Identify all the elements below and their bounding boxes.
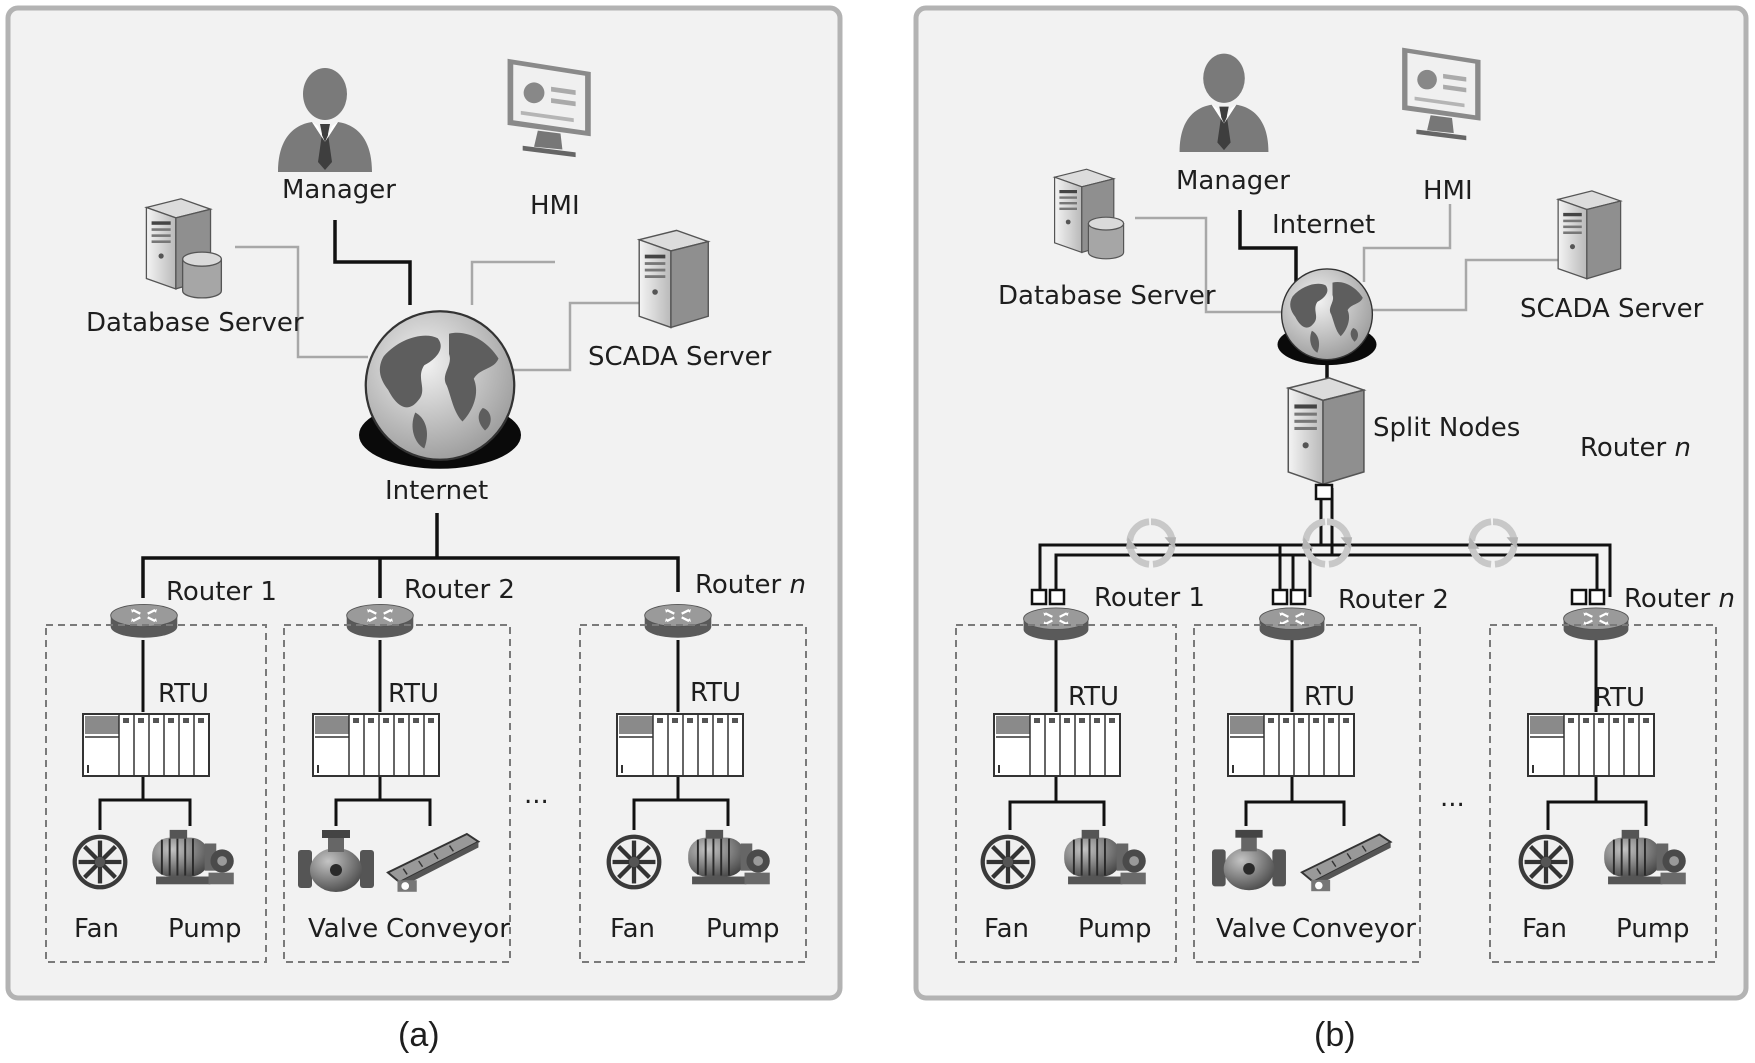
panel-a-group-n: RTU Fan Pump (579, 624, 807, 963)
group-frame (45, 624, 267, 963)
panel-b-group-1: RTU Fan Pump (955, 624, 1177, 963)
scada-server-icon (1557, 190, 1622, 280)
rtu-icon (311, 713, 441, 777)
port-icon (1048, 588, 1066, 606)
rtu-icon (992, 713, 1122, 777)
group-frame (1193, 624, 1421, 963)
rtu-icon (81, 713, 211, 777)
ellipsis: ... (524, 780, 549, 810)
rtu-icon (1526, 713, 1656, 777)
scada-server-label: SCADA Server (588, 342, 772, 372)
hmi-label: HMI (1423, 176, 1473, 206)
routern-label-prefix: Router (695, 570, 781, 600)
router1-icon (109, 603, 179, 639)
fan-icon (73, 835, 128, 890)
fan-icon (607, 835, 662, 890)
router2-label: Router 2 (404, 575, 515, 605)
router-ports (1030, 588, 1606, 606)
routern-label-n: n (1718, 584, 1734, 614)
routern-label: Router n (1624, 584, 1735, 614)
routern-label-n: n (789, 570, 805, 600)
database-server-label: Database Server (86, 308, 304, 338)
panel-a: Manager HMI Database Server SCADA Server… (5, 5, 843, 1001)
split-nodes-port (1314, 483, 1334, 501)
manager-label: Manager (282, 175, 396, 205)
conveyor-label: Conveyor (386, 914, 510, 944)
hmi-label: HMI (530, 191, 580, 221)
rtu-icon (1226, 713, 1356, 777)
fan-label: Fan (610, 914, 655, 944)
port-icon (1030, 588, 1048, 606)
pump-label: Pump (706, 914, 780, 944)
manager-label: Manager (1176, 166, 1290, 196)
panel-b-group-n: RTU Fan Pump (1489, 624, 1717, 963)
routern-label: Router n (695, 570, 806, 600)
router2-icon (345, 603, 415, 639)
routern-top-label-prefix: Router (1580, 433, 1666, 463)
caption-a: (a) (398, 1016, 440, 1054)
split-nodes-label: Split Nodes (1373, 413, 1520, 443)
port-icon (1570, 588, 1588, 606)
rtu-label: RTU (690, 678, 741, 708)
conveyor-label: Conveyor (1292, 914, 1416, 944)
rtu-label: RTU (158, 679, 209, 709)
router1-label: Router 1 (1094, 583, 1205, 613)
group-frame (579, 624, 807, 963)
port-icon (1289, 588, 1307, 606)
internet-label: Internet (385, 476, 488, 506)
fan-icon (981, 835, 1036, 890)
pump-label: Pump (1078, 914, 1152, 944)
rtu-label: RTU (1594, 683, 1645, 713)
panel-b-connections (1008, 204, 1648, 830)
panel-b-group-2: RTU Valve Conveyor (1193, 624, 1421, 963)
ellipsis: ... (1440, 783, 1465, 813)
scada-server-label: SCADA Server (1520, 294, 1704, 324)
routern-top-label-n: n (1674, 433, 1690, 463)
rtu-label: RTU (388, 679, 439, 709)
internet-label: Internet (1272, 210, 1375, 240)
caption-b: (b) (1314, 1016, 1356, 1054)
valve-label: Valve (308, 914, 378, 944)
fan-icon (1519, 835, 1574, 890)
rtu-icon (615, 713, 745, 777)
fan-label: Fan (1522, 914, 1567, 944)
pump-label: Pump (168, 914, 242, 944)
rtu-label: RTU (1304, 682, 1355, 712)
group-frame (283, 624, 511, 963)
panel-a-group-1: RTU Fan Pump (45, 624, 267, 963)
routern-icon (643, 603, 713, 639)
fan-label: Fan (74, 914, 119, 944)
routern-icon (1562, 606, 1630, 642)
router1-label: Router 1 (166, 577, 277, 607)
port-icon (1271, 588, 1289, 606)
split-nodes-server-icon (1287, 377, 1365, 485)
scada-server-icon (638, 229, 710, 329)
fan-label: Fan (984, 914, 1029, 944)
database-cylinder-icon (181, 251, 223, 299)
database-cylinder-icon (1087, 216, 1125, 260)
panel-a-connections (98, 220, 730, 830)
group-frame (955, 624, 1177, 963)
routern-top-label: Router n (1580, 433, 1691, 463)
panel-a-group-2: RTU Valve Conveyor (283, 624, 511, 963)
panel-b: Manager HMI Internet Database Server SCA… (913, 5, 1749, 1001)
group-frame (1489, 624, 1717, 963)
port-icon (1588, 588, 1606, 606)
pump-label: Pump (1616, 914, 1690, 944)
routern-label-prefix: Router (1624, 584, 1710, 614)
database-server-label: Database Server (998, 281, 1216, 311)
router2-label: Router 2 (1338, 585, 1449, 615)
valve-label: Valve (1216, 914, 1286, 944)
rtu-label: RTU (1068, 682, 1119, 712)
